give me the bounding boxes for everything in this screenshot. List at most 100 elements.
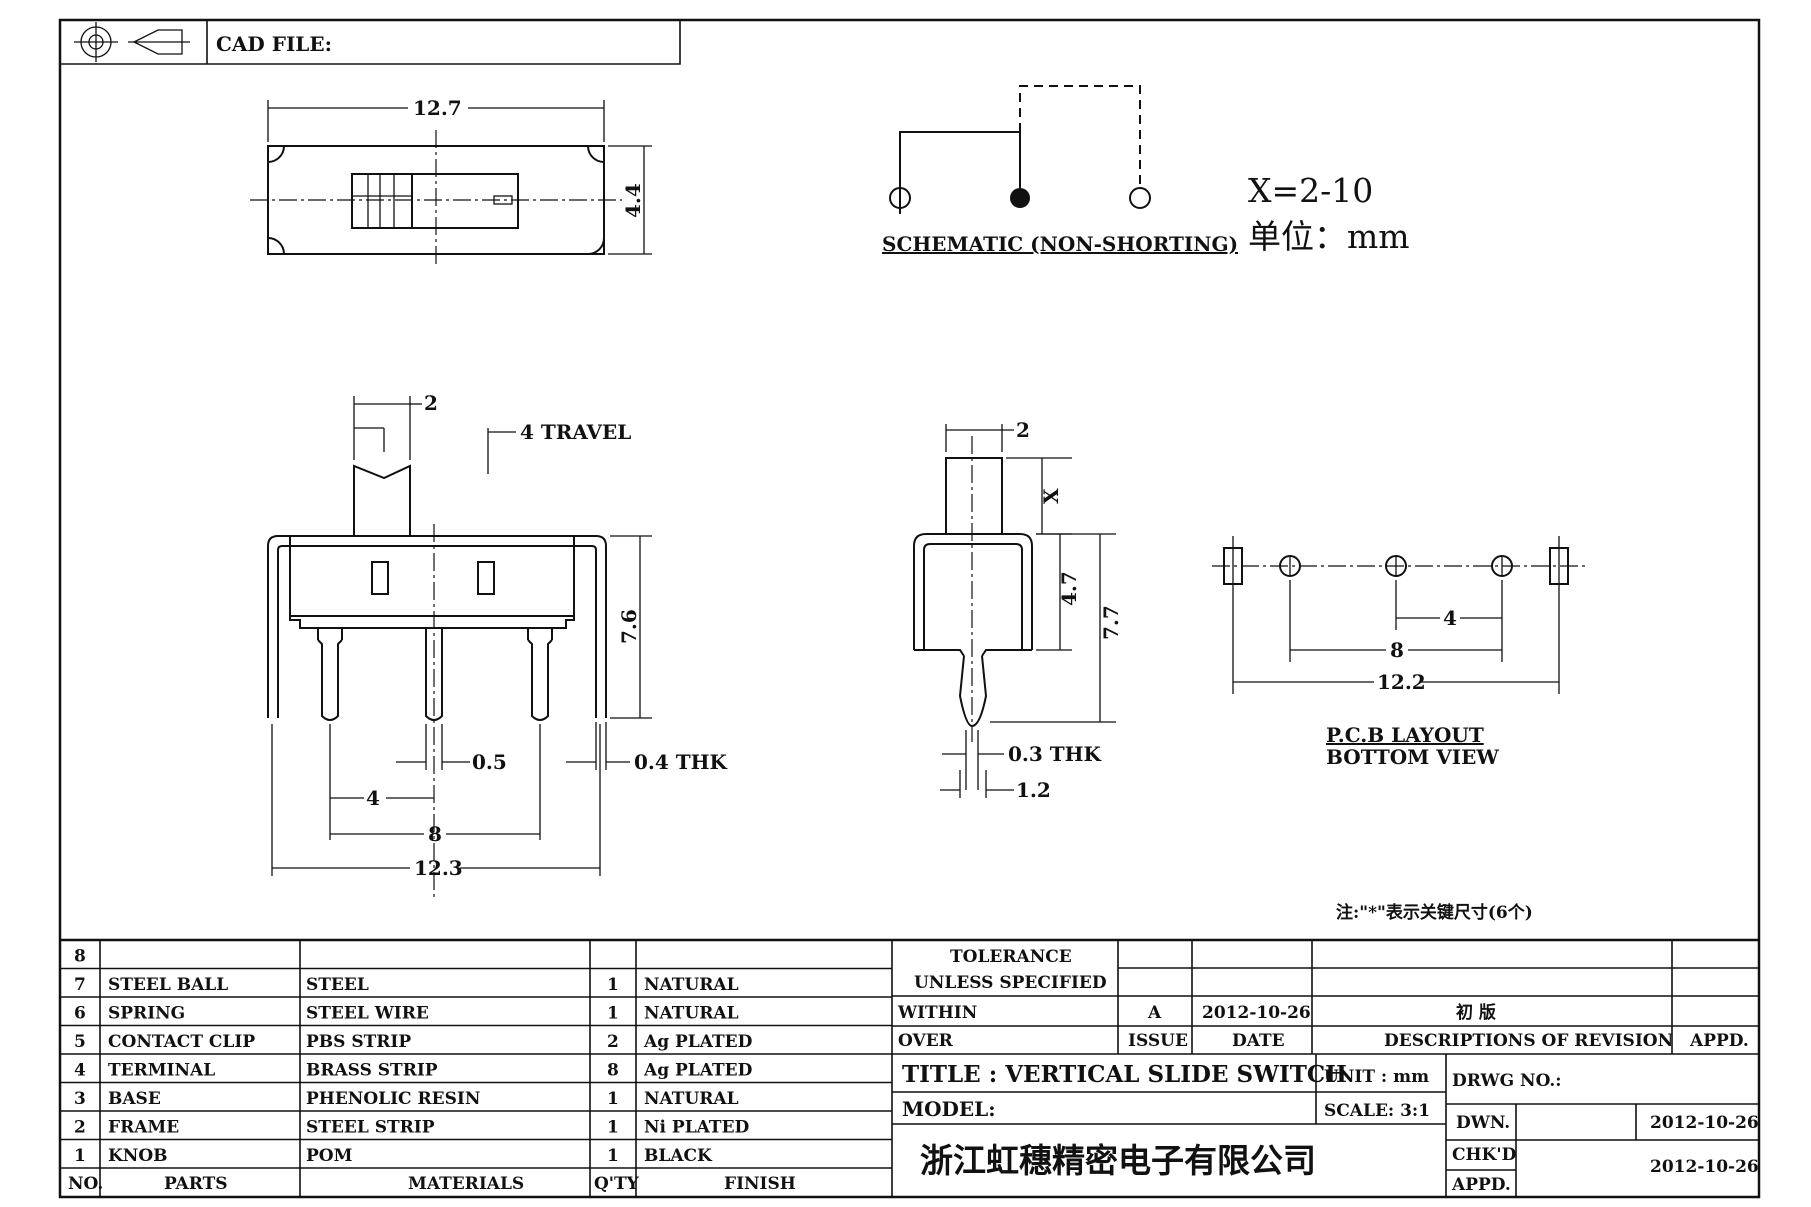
side-x-dim: X [1039, 488, 1063, 504]
bom-header-parts: PARTS [164, 1174, 228, 1194]
drawing-title: TITLE : VERTICAL SLIDE SWITCH [902, 1061, 1347, 1088]
unless-specified-label: UNLESS SPECIFIED [914, 973, 1107, 993]
bom-cell-qty: 2 [607, 1032, 619, 1052]
issue-value: A [1147, 1003, 1162, 1023]
top-view: 12.7 4.4 [250, 96, 652, 268]
within-label: WITHIN [897, 1003, 977, 1023]
bom-cell-finish: Ni PLATED [644, 1118, 750, 1138]
revision-description: 初 版 [1456, 1002, 1496, 1023]
top-height-dim: 4.4 [621, 183, 645, 218]
bom-cell-no: 8 [74, 947, 86, 967]
bom-cell-finish: NATURAL [644, 1004, 739, 1024]
bom-cell-qty: 1 [607, 1146, 619, 1166]
side-body-dim: 4.7 [1057, 571, 1081, 606]
checked-label: CHK'D [1452, 1145, 1517, 1165]
issue-label: ISSUE [1128, 1031, 1188, 1051]
model-label: MODEL: [902, 1097, 996, 1121]
scale-label: SCALE: 3:1 [1324, 1101, 1430, 1121]
pcb-span-dim: 8 [1390, 638, 1404, 662]
bom-cell-no: 2 [74, 1118, 86, 1138]
over-label: OVER [898, 1031, 954, 1051]
drawn-label: DWN. [1456, 1113, 1510, 1133]
bom-cell-no: 5 [74, 1032, 86, 1052]
bom-cell-no: 6 [74, 1004, 86, 1024]
bom-cell-part: CONTACT CLIP [108, 1032, 255, 1052]
date-label: DATE [1232, 1031, 1285, 1051]
drawn-date: 2012-10-26 [1650, 1113, 1759, 1133]
revision-desc-label: DESCRIPTIONS OF REVISION [1384, 1031, 1673, 1051]
bom-cell-material: BRASS STRIP [306, 1061, 438, 1081]
bom-cell-material: STEEL [306, 975, 369, 995]
schematic-terminal-common [1010, 188, 1030, 208]
bom-cell-no: 4 [74, 1061, 86, 1081]
front-span-dim: 8 [428, 822, 442, 846]
bom-header-finish: FINISH [724, 1174, 796, 1194]
schematic-terminal-left [889, 187, 911, 209]
side-view: 2 X 4.7 7.7 0.3 THK 1.2 [913, 418, 1123, 802]
sheet-border [58, 18, 1761, 1199]
front-thk-dim: 0.4 THK [634, 750, 728, 774]
side-width-dim: 1.2 [1016, 778, 1051, 802]
pcb-pitch-dim: 4 [1443, 606, 1457, 630]
cad-header: CAD FILE: [60, 20, 681, 65]
bom-cell-part: BASE [108, 1089, 161, 1109]
bom-cell-material: PHENOLIC RESIN [306, 1089, 480, 1109]
schematic-label: SCHEMATIC (NON-SHORTING) [882, 232, 1238, 256]
bom-cell-finish: NATURAL [644, 1089, 739, 1109]
unit-label: UNIT : mm [1324, 1067, 1429, 1087]
cad-file-label: CAD FILE: [216, 32, 332, 56]
checked-date: 2012-10-26 [1650, 1157, 1759, 1177]
bom-cell-part: KNOB [108, 1146, 168, 1166]
title-block: TOLERANCE UNLESS SPECIFIED WITHIN OVER A… [892, 940, 1759, 1197]
bom-header-no: NO. [68, 1174, 103, 1194]
side-thk-dim: 0.3 THK [1008, 742, 1102, 766]
front-overall-dim: 12.3 [414, 856, 463, 880]
front-travel-dim: 4 TRAVEL [520, 420, 631, 444]
key-dimension-footnote: 注:"*"表示关键尺寸(6个) [1336, 902, 1533, 923]
x-range-note: X=2-10 [1248, 171, 1373, 210]
pcb-layout: 4 8 12.2 P.C.B LAYOUT BOTTOM VIEW [1212, 536, 1586, 769]
top-width-dim: 12.7 [413, 96, 462, 120]
front-height-dim: 7.6 [617, 609, 641, 644]
bom-cell-no: 1 [74, 1146, 86, 1166]
front-knob-dim: 2 [424, 391, 438, 415]
bom-cell-material: POM [306, 1146, 353, 1166]
bom-cell-qty: 1 [607, 1004, 619, 1024]
pcb-title: P.C.B LAYOUT [1326, 723, 1484, 747]
bom-cell-material: STEEL WIRE [306, 1004, 429, 1024]
revision-appd-label: APPD. [1689, 1031, 1749, 1051]
pcb-overall-dim: 12.2 [1377, 670, 1426, 694]
bom-cell-finish: Ag PLATED [643, 1061, 753, 1081]
schematic: SCHEMATIC (NON-SHORTING) X=2-10 单位：mm [882, 85, 1410, 256]
bom-cell-material: PBS STRIP [306, 1032, 411, 1052]
bom-cell-qty: 1 [607, 975, 619, 995]
bom-cell-material: STEEL STRIP [306, 1118, 435, 1138]
bom-cell-finish: Ag PLATED [643, 1032, 753, 1052]
front-pitch-dim: 4 [366, 786, 380, 810]
bom-cell-part: TERMINAL [108, 1061, 215, 1081]
issue-date: 2012-10-26 [1202, 1003, 1311, 1023]
side-total-dim: 7.7 [1099, 605, 1123, 640]
schematic-terminal-right [1129, 187, 1151, 209]
bom-cell-part: STEEL BALL [108, 975, 228, 995]
tolerance-label: TOLERANCE [950, 947, 1072, 967]
bom-cell-no: 3 [74, 1089, 86, 1109]
bom-cell-finish: NATURAL [644, 975, 739, 995]
bom-cell-part: FRAME [108, 1118, 179, 1138]
bom-cell-qty: 1 [607, 1089, 619, 1109]
company-name: 浙江虹穗精密电子有限公司 [920, 1141, 1316, 1180]
bom-cell-finish: BLACK [644, 1146, 713, 1166]
front-pin-dim: 0.5 [472, 750, 507, 774]
bom-cell-part: SPRING [108, 1004, 185, 1024]
bom-cell-no: 7 [74, 975, 86, 995]
bom-header-materials: MATERIALS [408, 1174, 524, 1194]
bom-cell-qty: 8 [607, 1061, 619, 1081]
bom-header-qty: Q'TY [594, 1174, 640, 1194]
approved-label: APPD. [1451, 1175, 1511, 1195]
pcb-subtitle: BOTTOM VIEW [1326, 745, 1499, 769]
unit-note: 单位：mm [1248, 217, 1410, 256]
projection-symbol-icon [74, 22, 190, 62]
front-view: 2 4 TRAVEL 7.6 0.5 0.4 THK 4 8 [267, 391, 728, 900]
